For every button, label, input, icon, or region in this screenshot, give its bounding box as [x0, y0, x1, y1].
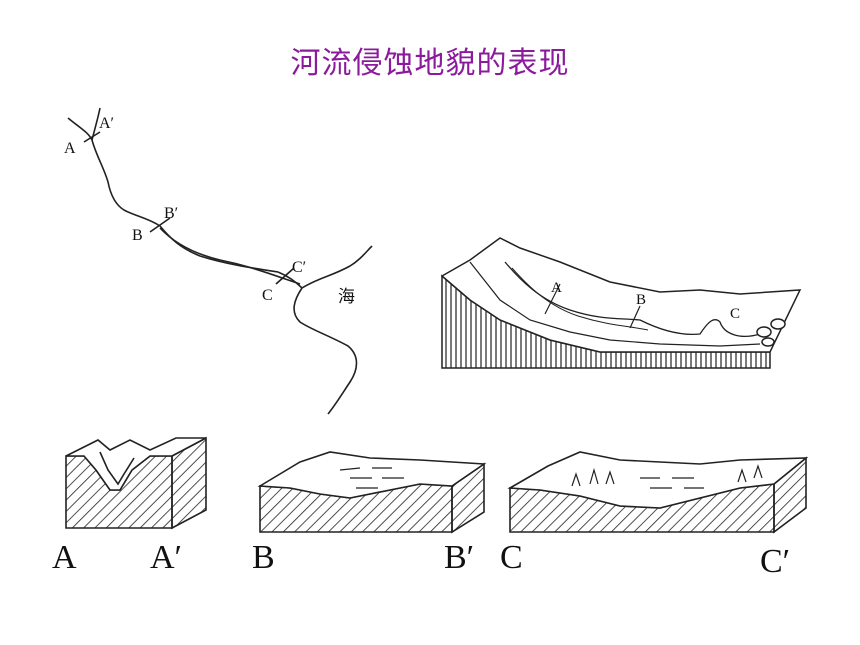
section-line-c [275, 267, 295, 285]
section-b-top [257, 451, 487, 499]
section-line-a [83, 131, 101, 143]
map-label-a-prime: A′ [99, 115, 114, 132]
river-lower-2 [159, 227, 301, 285]
block-river [504, 261, 761, 337]
map-label-b: B [132, 227, 143, 244]
section-b-label-right: B′ [444, 539, 474, 576]
section-c-label-right: C′ [760, 543, 790, 580]
page-title: 河流侵蚀地貌的表现 [290, 46, 570, 81]
block-label-b: B [636, 292, 646, 308]
cross-section-a [65, 436, 207, 530]
river-lower [277, 271, 303, 289]
river-headwater-1 [67, 117, 93, 141]
section-a-top [65, 437, 207, 491]
map-label-c: C [262, 287, 273, 304]
river-map [67, 107, 373, 415]
block-ridge [469, 261, 761, 347]
map-label-sea: 海 [338, 287, 355, 306]
delta-island-2 [770, 318, 786, 330]
map-label-b-prime: B′ [164, 205, 178, 222]
river-middle [159, 225, 279, 273]
map-label-a: A [64, 140, 76, 157]
section-c-top [507, 451, 809, 509]
section-b-label-left: B [252, 539, 275, 576]
block-section-b [629, 305, 641, 329]
coastline-south [293, 287, 358, 415]
section-line-b [149, 217, 171, 233]
block-label-c: C [730, 306, 740, 322]
section-b-water [339, 467, 404, 489]
delta-island-1 [756, 326, 772, 338]
section-c-water [640, 477, 704, 489]
cross-section-c [507, 451, 809, 534]
section-c-vegetation [571, 464, 763, 487]
block-section-a [544, 283, 561, 315]
block-label-a: A [551, 280, 562, 296]
section-c-label-left: C [500, 539, 523, 576]
river-block-diagram [440, 237, 802, 369]
river-upper [91, 139, 161, 227]
delta-island-3 [761, 337, 775, 347]
map-label-c-prime: C′ [292, 259, 306, 276]
section-a-label-left: A [52, 539, 77, 576]
block-top-surface [440, 237, 802, 353]
coastline-north [301, 245, 373, 289]
section-a-valley [99, 451, 135, 486]
cross-section-b [257, 451, 487, 534]
section-a-label-right: A′ [150, 539, 182, 576]
